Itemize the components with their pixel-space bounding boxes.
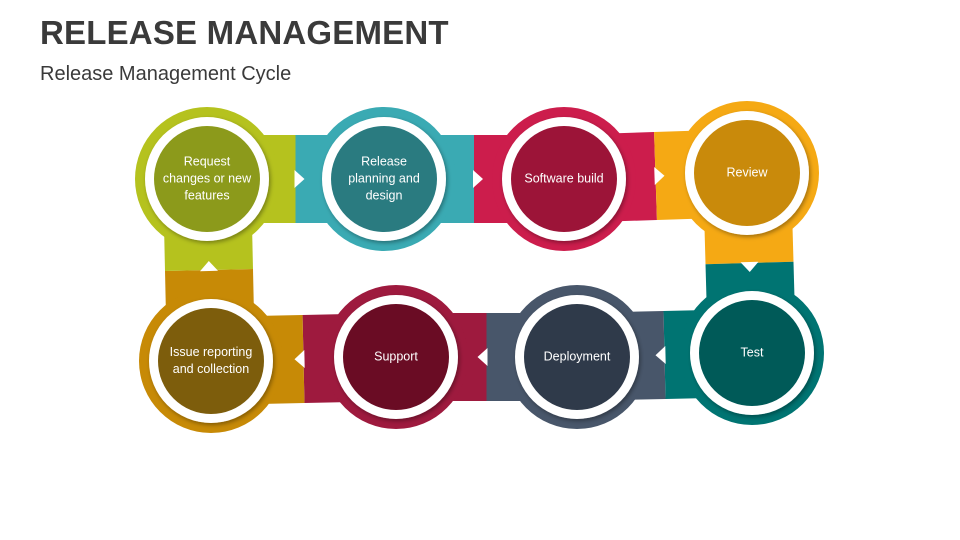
flow-arrow-1 bbox=[294, 170, 305, 188]
flow-arrow-6 bbox=[477, 348, 488, 366]
step-label-8: Issue reporting and collection bbox=[169, 345, 253, 376]
page-title: RELEASE MANAGEMENT bbox=[40, 14, 449, 51]
step-label-6: Deployment bbox=[543, 349, 611, 364]
step-disc-7 bbox=[343, 304, 449, 410]
inner-disc-layer bbox=[145, 111, 814, 423]
step-disc-3 bbox=[511, 126, 617, 232]
step-disc-4 bbox=[694, 120, 800, 226]
flow-arrow-8 bbox=[200, 261, 219, 272]
step-label-1: Request changes or new features bbox=[162, 154, 252, 203]
step-label-3: Software build bbox=[524, 171, 604, 186]
step-label-4: Review bbox=[726, 165, 768, 180]
flow-arrow-4 bbox=[740, 261, 759, 272]
step-disc-8 bbox=[158, 308, 264, 414]
step-disc-6 bbox=[524, 304, 630, 410]
step-disc-5 bbox=[699, 300, 805, 406]
flow-arrow-7 bbox=[294, 349, 305, 368]
step-label-5: Test bbox=[740, 345, 764, 360]
step-label-2: Release planning and design bbox=[348, 154, 420, 203]
step-disc-2 bbox=[331, 126, 437, 232]
arrow-layer bbox=[200, 167, 759, 368]
step-label-7: Support bbox=[374, 349, 418, 364]
flow-arrow-5 bbox=[655, 345, 666, 364]
step-disc-1 bbox=[154, 126, 260, 232]
flow-arrow-2 bbox=[473, 170, 483, 188]
flow-arrow-3 bbox=[654, 167, 665, 186]
page-subtitle: Release Management Cycle bbox=[40, 63, 292, 85]
